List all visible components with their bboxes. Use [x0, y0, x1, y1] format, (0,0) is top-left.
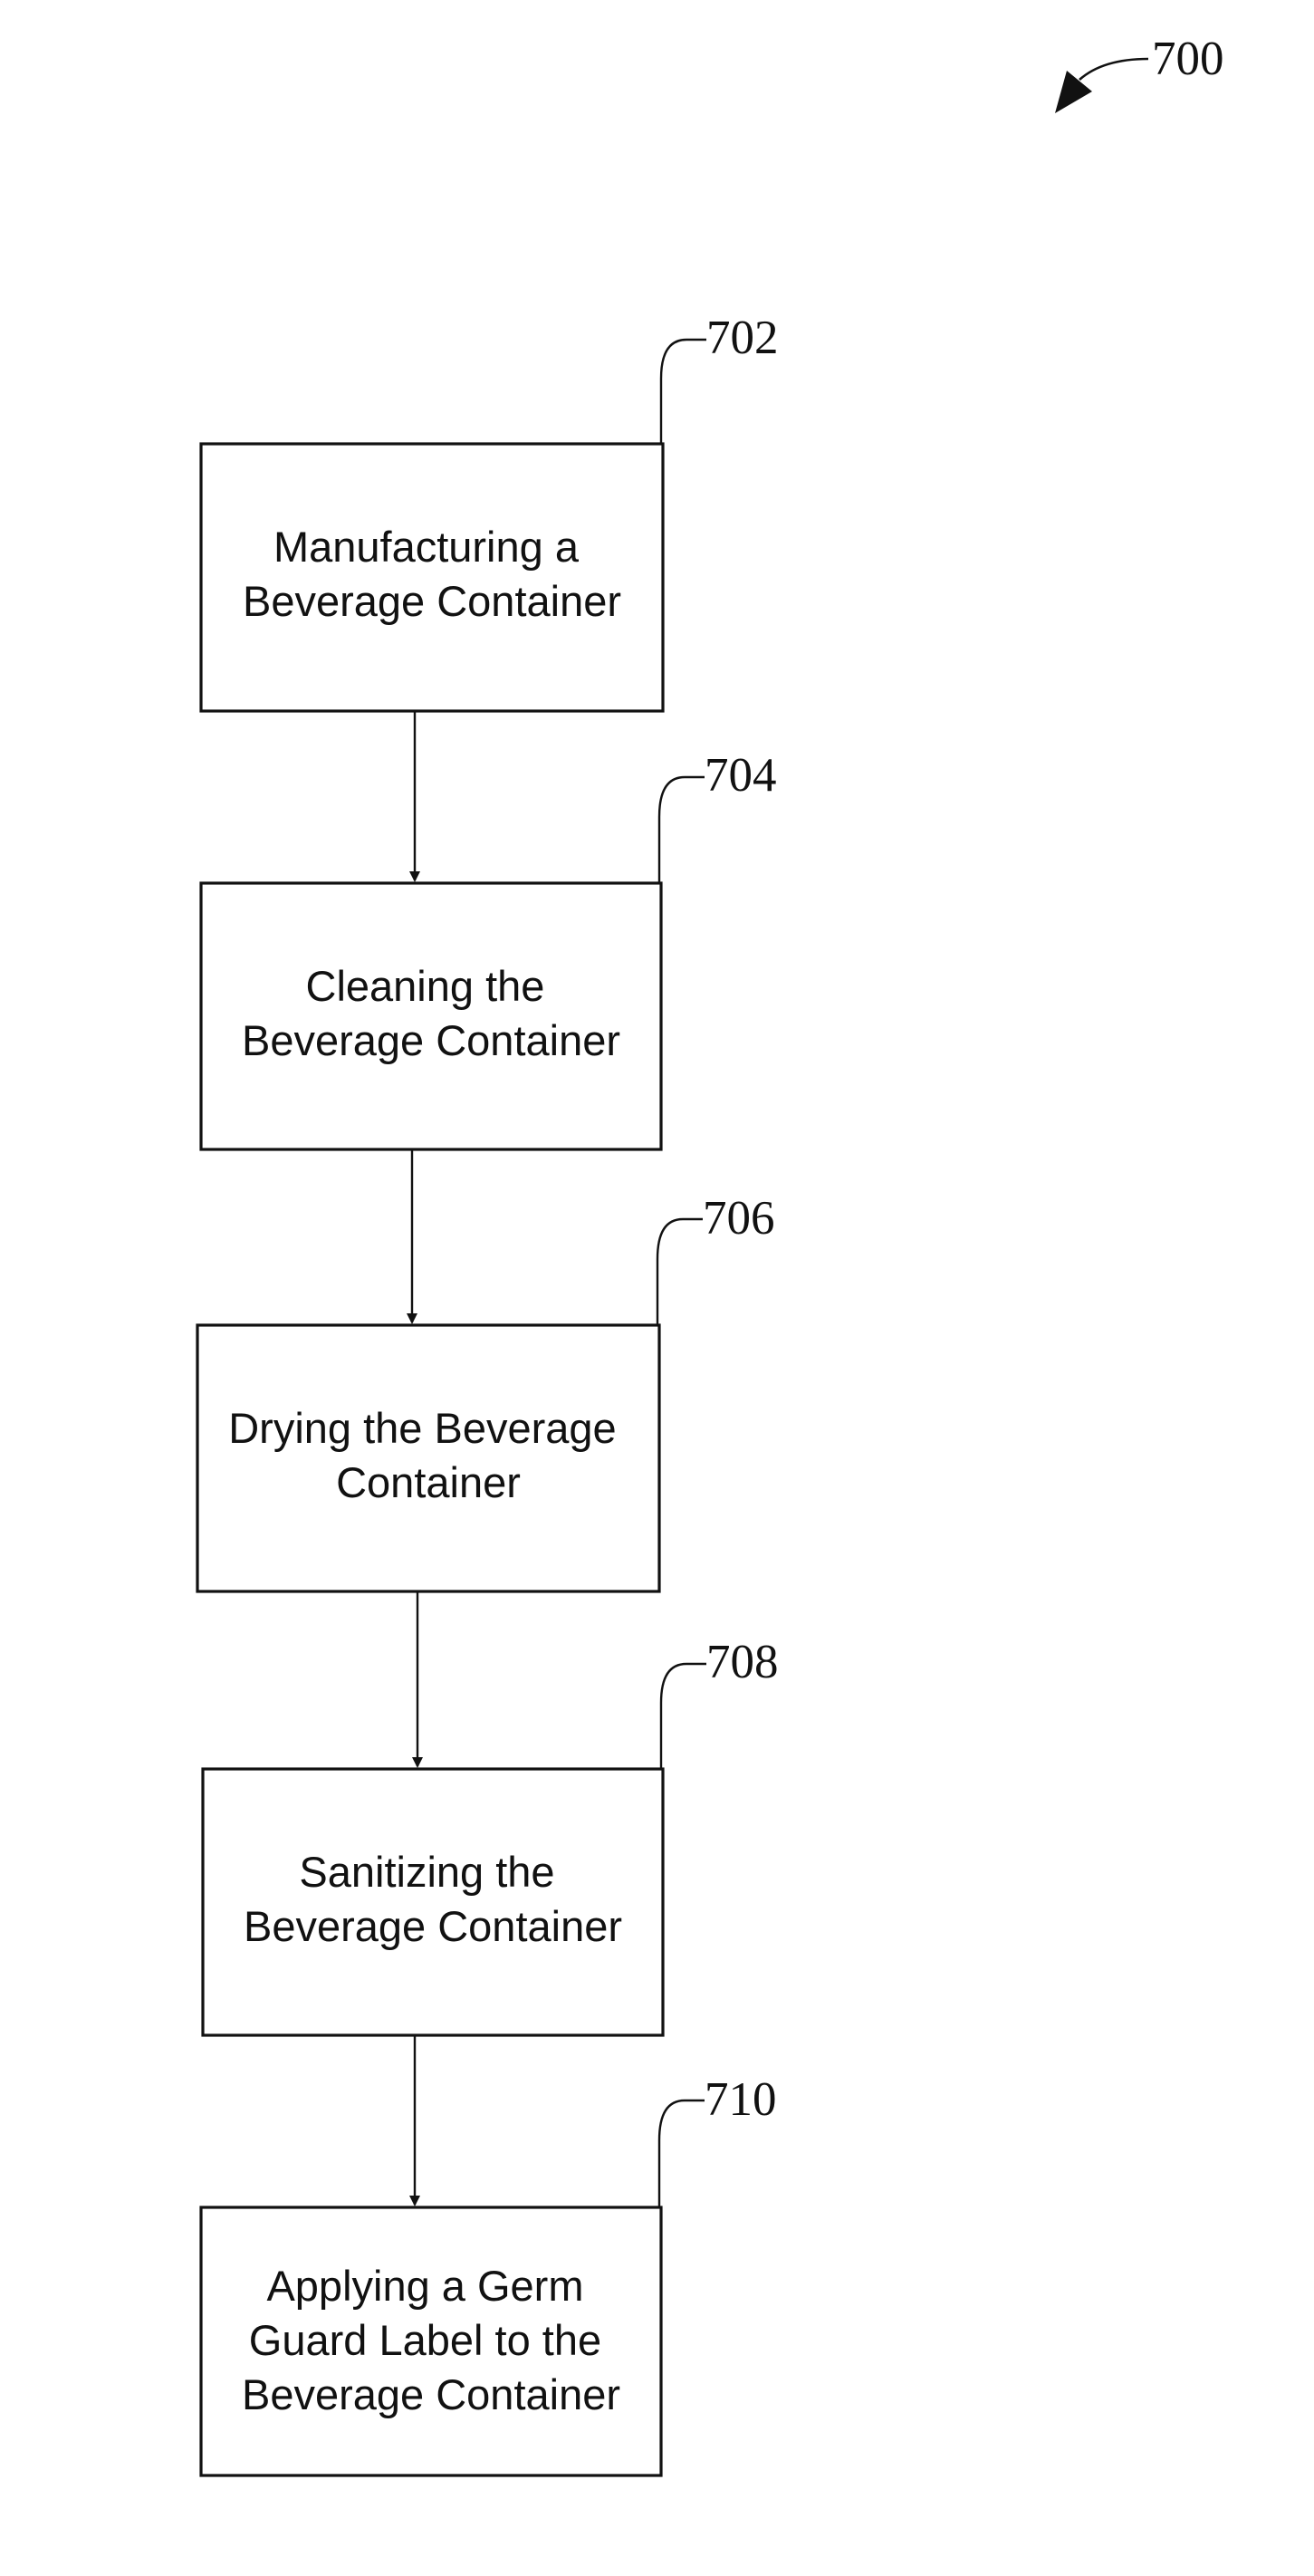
- step-line: Cleaning the: [306, 962, 545, 1010]
- step-line: Manufacturing a: [273, 523, 580, 571]
- step-line: Drying the Beverage: [228, 1404, 616, 1452]
- step-line: Beverage Container: [243, 577, 621, 625]
- figure-label-arrowhead: [1055, 71, 1092, 113]
- step-ref-label: 710: [705, 2073, 777, 2126]
- step-line: Beverage Container: [242, 1016, 620, 1064]
- step-line: Applying a Germ: [266, 2262, 583, 2310]
- step-704: Cleaning the Beverage Container 704: [201, 749, 777, 1149]
- step-ref-label: 708: [706, 1636, 779, 1688]
- step-ref-label: 702: [706, 312, 779, 364]
- step-708: Sanitizing the Beverage Container 708: [203, 1636, 779, 2035]
- step-702: Manufacturing a Beverage Container 702: [201, 312, 779, 711]
- step-line: Sanitizing the: [299, 1848, 554, 1896]
- step-710: Applying a Germ Guard Label to the Bever…: [201, 2073, 777, 2475]
- step-ref-leader: [661, 340, 706, 444]
- step-ref-label: 704: [705, 749, 777, 802]
- step-ref-leader: [659, 2100, 705, 2207]
- figure-label: 700: [1152, 33, 1224, 85]
- step-line: Beverage Container: [242, 2370, 620, 2418]
- step-ref-label: 706: [703, 1192, 775, 1245]
- step-line: Beverage Container: [244, 1902, 622, 1950]
- step-line: Container: [336, 1458, 521, 1506]
- step-line: Guard Label to the: [249, 2316, 601, 2364]
- step-ref-leader: [661, 1664, 706, 1769]
- figure-label-leader: [1079, 59, 1148, 80]
- step-706: Drying the Beverage Container 706: [197, 1192, 775, 1591]
- step-ref-leader: [657, 1219, 703, 1325]
- step-ref-leader: [659, 777, 705, 883]
- figure-label-group: 700: [1055, 33, 1224, 113]
- step-text: Applying a Germ Guard Label to the Bever…: [242, 2262, 620, 2418]
